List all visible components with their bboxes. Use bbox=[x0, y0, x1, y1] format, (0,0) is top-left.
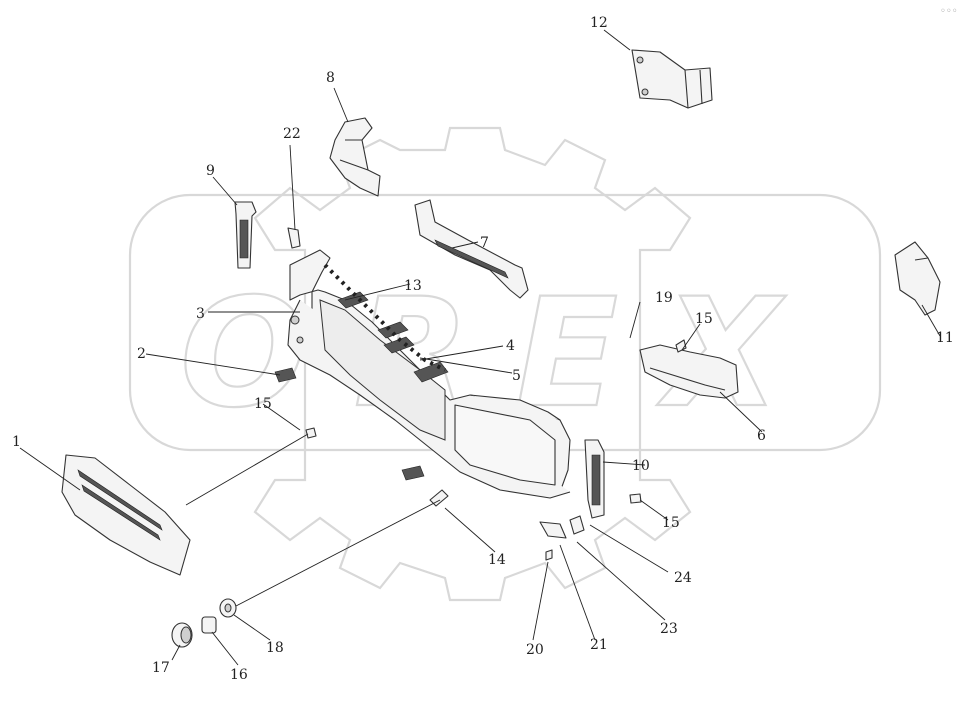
callout-3: 3 bbox=[196, 306, 205, 322]
callout-24: 24 bbox=[674, 570, 692, 586]
callout-4: 4 bbox=[506, 338, 515, 354]
callout-15a: 15 bbox=[254, 396, 272, 412]
part-7-trim bbox=[414, 199, 529, 299]
part-16-nut bbox=[201, 616, 217, 634]
callout-1: 1 bbox=[12, 434, 21, 450]
callout-15c: 15 bbox=[695, 311, 713, 327]
part-8-bracket bbox=[329, 117, 381, 197]
callout-10: 10 bbox=[632, 458, 650, 474]
watermark: OREX bbox=[128, 126, 882, 602]
part-17-cap bbox=[171, 622, 193, 648]
callout-18: 18 bbox=[266, 640, 284, 656]
leader-lines bbox=[19, 29, 941, 666]
part-18-washer bbox=[219, 598, 237, 618]
part-21-bracket bbox=[539, 521, 567, 539]
callout-11: 11 bbox=[936, 330, 954, 346]
callout-13: 13 bbox=[404, 278, 422, 294]
part-10-bracket bbox=[584, 439, 605, 519]
callout-9: 9 bbox=[206, 163, 215, 179]
corner-mark: ◦◦◦ bbox=[940, 6, 958, 17]
callout-8: 8 bbox=[326, 70, 335, 86]
callout-23: 23 bbox=[660, 621, 678, 637]
callout-21: 21 bbox=[590, 637, 608, 653]
callout-5: 5 bbox=[512, 368, 521, 384]
part-12-bracket bbox=[631, 49, 713, 109]
callout-7: 7 bbox=[480, 235, 489, 251]
part-23-clip bbox=[569, 515, 585, 535]
part-20-pin bbox=[545, 549, 553, 561]
main-bumper-body bbox=[287, 249, 571, 499]
part-11-bracket bbox=[894, 241, 941, 316]
callout-19: 19 bbox=[655, 290, 673, 306]
part-15-screw-a bbox=[305, 427, 317, 439]
part-1-grille bbox=[61, 454, 191, 576]
callout-6: 6 bbox=[757, 428, 766, 444]
callout-labels: 1 2 3 4 5 6 7 8 9 10 11 12 13 14 15 15 1… bbox=[12, 15, 954, 683]
callout-12: 12 bbox=[590, 15, 608, 31]
callout-2: 2 bbox=[137, 346, 146, 362]
watermark-gear bbox=[253, 126, 692, 602]
callout-22: 22 bbox=[283, 126, 301, 142]
callout-15b: 15 bbox=[662, 515, 680, 531]
callout-17: 17 bbox=[152, 660, 170, 676]
part-15-screw-b bbox=[629, 493, 642, 504]
part-15-screw-c bbox=[675, 339, 687, 353]
part-22-rod bbox=[287, 227, 301, 249]
part-9-bracket bbox=[234, 201, 257, 269]
callout-14: 14 bbox=[488, 552, 506, 568]
part-2-clip bbox=[274, 367, 297, 383]
dotted-guide bbox=[323, 263, 446, 372]
clip-lower-center bbox=[401, 465, 425, 481]
callout-16: 16 bbox=[230, 667, 248, 683]
part-14-bolt bbox=[429, 489, 449, 507]
callout-20: 20 bbox=[526, 642, 544, 658]
